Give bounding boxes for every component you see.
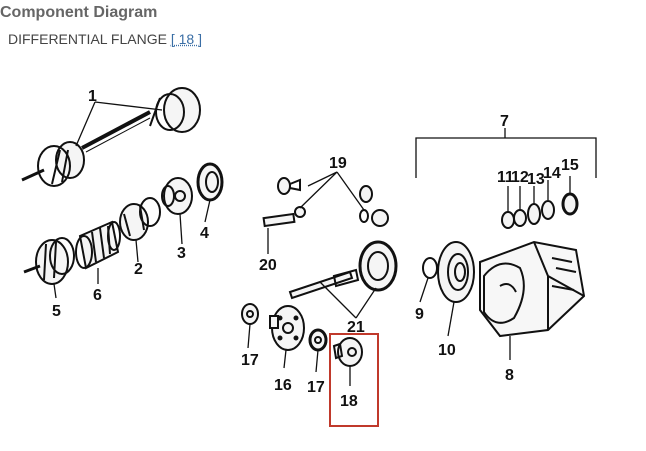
bracket-close: ]	[198, 31, 202, 47]
pinion-stack-parts-11-15[interactable]	[501, 192, 579, 229]
callout-3: 3	[177, 245, 186, 262]
callout-2: 2	[134, 261, 143, 278]
callout-19: 19	[329, 155, 347, 172]
part-subtitle: DIFFERENTIAL FLANGE [ 18 ]	[8, 31, 202, 47]
page-title: Component Diagram	[0, 4, 158, 21]
part-name: DIFFERENTIAL FLANGE	[8, 31, 167, 47]
callout-13: 13	[527, 171, 545, 188]
callout-14: 14	[543, 165, 561, 182]
callout-5: 5	[52, 303, 61, 320]
cover-part-10[interactable]	[437, 241, 475, 303]
spider-gears-part-19[interactable]	[277, 177, 389, 227]
drive-axle-part-1[interactable]	[21, 87, 201, 187]
seal-part-4[interactable]	[196, 162, 224, 202]
flange-plate-part-16[interactable]	[269, 305, 305, 351]
callout-10: 10	[438, 342, 456, 359]
seal-part-17-right[interactable]	[308, 328, 328, 352]
callout-labels: 1 2 3 4 5 6 7 8 9 10 11 12 13 14 15 16 1…	[52, 88, 579, 410]
callout-16: 16	[274, 377, 292, 394]
cv-boot-part-6[interactable]	[75, 220, 121, 270]
bracket-open: [	[170, 31, 175, 47]
o-ring-part-9[interactable]	[422, 257, 438, 279]
callout-15: 15	[561, 157, 579, 174]
callout-21: 21	[347, 319, 365, 336]
callout-7: 7	[500, 113, 509, 130]
callout-9: 9	[415, 306, 424, 323]
housing-part-8[interactable]	[479, 240, 586, 338]
qty-link[interactable]: [ 18 ]	[171, 31, 202, 47]
leader-lines	[53, 101, 597, 386]
inner-joint-part-2[interactable]	[119, 197, 161, 241]
cross-pin-part-20[interactable]	[262, 212, 296, 228]
callout-18: 18	[340, 393, 358, 410]
flange-part-3[interactable]	[161, 177, 193, 215]
differential-flange-part-18[interactable]	[332, 337, 363, 367]
pinion-ring-gear-part-21[interactable]	[288, 240, 398, 300]
callout-11: 11	[497, 169, 514, 186]
callout-20: 20	[259, 257, 277, 274]
qty-value: 18	[178, 31, 195, 47]
callout-8: 8	[505, 367, 514, 384]
callout-17-right: 17	[307, 379, 325, 396]
callout-17-left: 17	[241, 352, 259, 369]
bearing-part-17-left[interactable]	[241, 303, 259, 325]
callout-4: 4	[200, 225, 209, 242]
callout-12: 12	[511, 169, 529, 186]
callout-6: 6	[93, 287, 102, 304]
cv-joint-part-5[interactable]	[23, 237, 75, 285]
callout-1: 1	[88, 88, 97, 105]
highlight-box-part-18	[329, 333, 379, 427]
